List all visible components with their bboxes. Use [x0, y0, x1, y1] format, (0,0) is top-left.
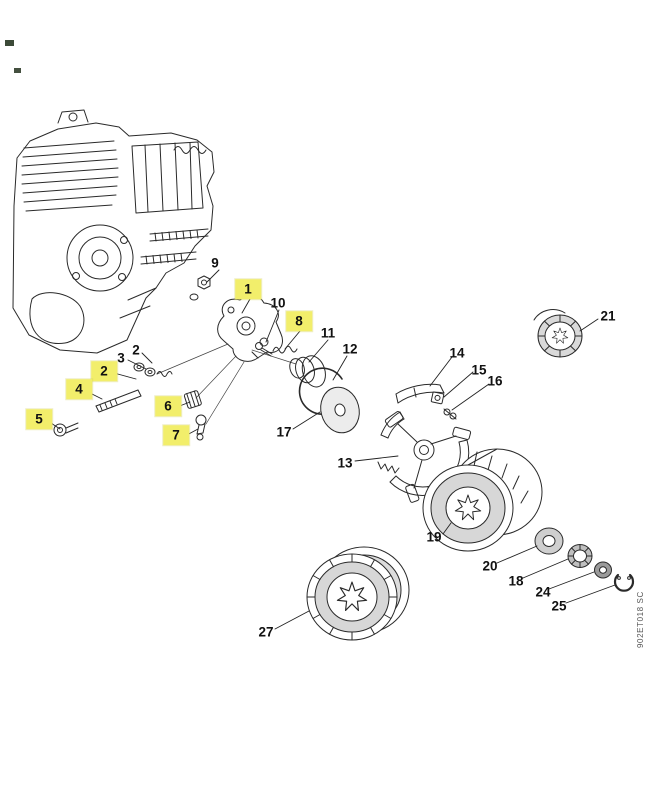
- part-callout-1[interactable]: 1: [235, 279, 261, 299]
- part-20-washer-art: [534, 527, 564, 555]
- part-callout-3[interactable]: 3: [117, 350, 125, 366]
- part-1-tensioner-housing-art: [217, 295, 283, 362]
- part-callout-11[interactable]: 11: [320, 325, 336, 341]
- part-callout-12[interactable]: 12: [342, 341, 358, 357]
- part-17-disc-art: [320, 386, 360, 434]
- part-callout-27[interactable]: 27: [258, 624, 274, 640]
- part-27-rim-sprocket-art: [306, 546, 410, 641]
- part-callout-15[interactable]: 15: [471, 362, 487, 378]
- part-4-shaft-art: [95, 389, 142, 413]
- scan-artifact-marks: [5, 40, 21, 73]
- part-14-shoe-art: [395, 383, 445, 404]
- part-callout-6[interactable]: 6: [155, 396, 181, 416]
- part-24-washer-art: [594, 561, 612, 579]
- leader-lines: [47, 269, 616, 630]
- engine-assembly-art: [12, 109, 215, 354]
- part-callout-4[interactable]: 4: [66, 379, 92, 399]
- part-callout-9[interactable]: 9: [211, 255, 219, 271]
- part-callout-14[interactable]: 14: [449, 345, 465, 361]
- part-callout-5[interactable]: 5: [26, 409, 52, 429]
- part-15-nut-art: [430, 391, 445, 405]
- part-21-sprocket-art: [533, 309, 583, 358]
- part-callout-17[interactable]: 17: [276, 424, 292, 440]
- part-10-screw-art: [255, 342, 273, 357]
- part-callout-13[interactable]: 13: [337, 455, 353, 471]
- part-callout-18[interactable]: 18: [508, 573, 524, 589]
- watermark-code: 902ET018 SC: [636, 591, 645, 648]
- part-callout-2[interactable]: 2: [132, 342, 140, 358]
- part-8-worm-art: [272, 345, 298, 354]
- part-9-nut-art: [189, 275, 211, 301]
- assembly-axis-lines: [156, 343, 297, 425]
- part-callout-10[interactable]: 10: [270, 295, 286, 311]
- part-callout-21[interactable]: 21: [600, 308, 616, 324]
- part-callout-2[interactable]: 2: [91, 361, 117, 381]
- part-16-clip-art: [443, 408, 457, 420]
- part-25-eclip-art: [613, 573, 635, 592]
- parts-2-3-washers-art: [133, 362, 173, 377]
- part-callout-16[interactable]: 16: [487, 373, 503, 389]
- part-callout-19[interactable]: 19: [426, 529, 442, 545]
- part-5-screw-art: [53, 422, 79, 437]
- part-callout-20[interactable]: 20: [482, 558, 498, 574]
- part-6-pinion-art: [183, 390, 202, 409]
- part-7-plunger-art: [195, 414, 207, 441]
- part-callout-8[interactable]: 8: [286, 311, 312, 331]
- part-18-bearing-art: [567, 544, 593, 568]
- part-callout-25[interactable]: 25: [551, 598, 567, 614]
- part-callout-24[interactable]: 24: [535, 584, 551, 600]
- part-callout-7[interactable]: 7: [163, 425, 189, 445]
